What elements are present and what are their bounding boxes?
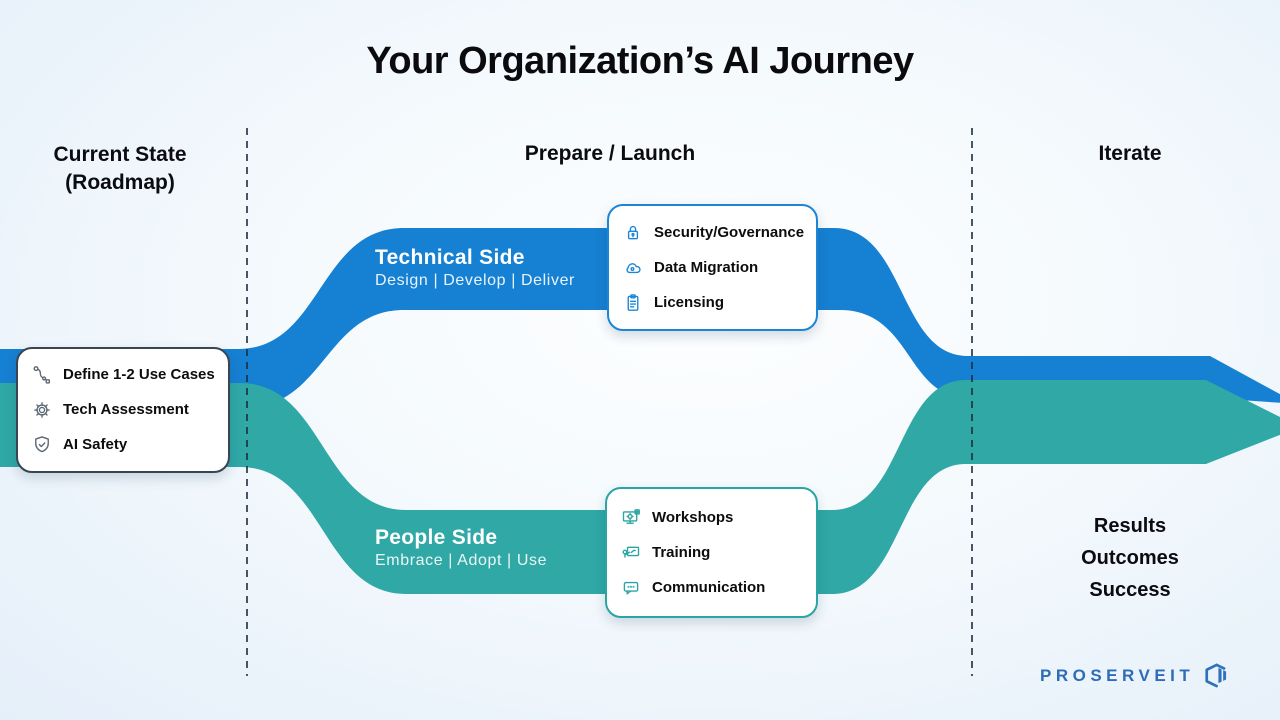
card-item-label: Tech Assessment [63,401,189,418]
outcome-line-success: Success [1089,579,1171,601]
outcome-text: Results Outcomes Success [1030,510,1230,606]
chat-bubble-icon [620,577,642,599]
people-ribbon-shape [0,380,1280,594]
gear-icon [31,399,53,421]
people-prepare-card: Workshops Training Communication [605,487,818,618]
card-item: Security/Governance [609,215,816,250]
current-state-line1: Current State [53,143,187,166]
clipboard-icon [622,292,644,314]
card-item: Training [607,535,816,570]
workshop-monitor-icon [620,507,642,529]
people-side-title: People Side [375,526,498,549]
card-item: Workshops [607,500,816,535]
card-item-label: Licensing [654,294,725,311]
card-item: Licensing [609,285,816,320]
card-item-label: AI Safety [63,436,128,453]
technical-side-subtitle: Design | Develop | Deliver [375,272,575,289]
column-header-prepare-launch: Prepare / Launch [524,142,696,165]
current-state-card: Define 1-2 Use Cases Tech Assessment AI … [16,347,230,473]
technical-ribbon-shape [0,228,1280,409]
card-item-label: Workshops [652,509,734,526]
page-title: Your Organization’s AI Journey [366,40,914,82]
card-item: AI Safety [18,427,228,462]
shield-check-icon [31,434,53,456]
proserveit-logo: PROSERVEIT [1040,662,1229,689]
card-item-label: Data Migration [654,259,759,276]
card-item-label: Security/Governance [654,224,805,241]
outcome-line-outcomes: Outcomes [1081,547,1179,569]
column-header-iterate: Iterate [1098,142,1162,165]
card-item: Communication [607,570,816,605]
outcome-line-results: Results [1093,515,1167,537]
people-side-label: People Side Embrace | Adopt | Use [375,526,547,570]
technical-prepare-card: Security/Governance Data Migration Licen… [607,204,818,331]
use-case-flow-icon [31,364,53,386]
proserveit-logo-icon [1202,662,1229,689]
proserveit-logo-text: PROSERVEIT [1040,665,1195,685]
card-item-label: Training [652,544,711,561]
people-side-subtitle: Embrace | Adopt | Use [375,552,548,569]
card-item-label: Define 1-2 Use Cases [63,366,215,383]
card-item: Tech Assessment [18,392,228,427]
card-item-label: Communication [652,579,766,596]
card-item: Data Migration [609,250,816,285]
lock-icon [622,222,644,244]
training-presenter-icon [620,542,642,564]
technical-side-label: Technical Side Design | Develop | Delive… [375,246,575,290]
column-header-current-state: Current State (Roadmap) [10,141,230,197]
current-state-line2: (Roadmap) [65,171,175,194]
card-item: Define 1-2 Use Cases [18,357,228,392]
cloud-icon [622,257,644,279]
technical-side-title: Technical Side [375,246,525,269]
